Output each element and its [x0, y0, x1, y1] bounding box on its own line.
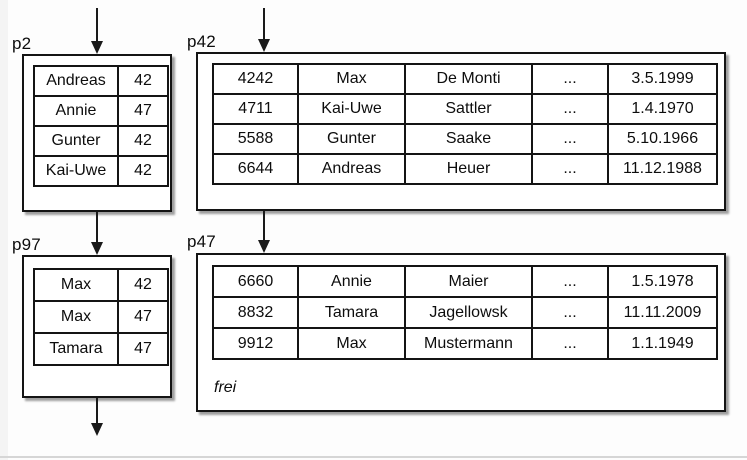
table-cell: 1.4.1970 [607, 93, 718, 125]
table-cell: Max [297, 327, 406, 360]
table-cell: 42 [117, 155, 169, 187]
table-cell: Annie [33, 95, 119, 127]
table-cell: De Monti [404, 63, 533, 95]
table-cell: ... [531, 265, 609, 298]
table-cell: 42 [117, 125, 169, 157]
arrow-line [263, 8, 265, 40]
table-cell: Mustermann [404, 327, 533, 360]
arrow-head-down-icon [91, 242, 103, 255]
table-cell: Saake [404, 123, 533, 155]
table-cell: Annie [297, 265, 406, 298]
table-cell: Gunter [33, 125, 119, 157]
table-cell: Heuer [404, 153, 533, 185]
slide-bottom-rule [0, 456, 747, 458]
table-cell: 42 [117, 65, 169, 97]
arrow-line [96, 212, 98, 244]
table-cell: 8832 [212, 296, 299, 329]
table-cell: ... [531, 123, 609, 155]
page-label-p97: p97 [12, 235, 41, 254]
table-cell: 47 [117, 95, 169, 127]
page-label-p2: p2 [12, 34, 32, 53]
table-cell: 6644 [212, 153, 299, 185]
arrow-line [263, 211, 265, 242]
table-cell: Tamara [297, 296, 406, 329]
arrow-head-down-icon [91, 423, 103, 436]
table-cell: 5.10.1966 [607, 123, 718, 155]
table-cell: 3.5.1999 [607, 63, 718, 95]
table-cell: Kai-Uwe [33, 155, 119, 187]
left-margin-strip [0, 0, 8, 460]
table-cell: Andreas [33, 65, 119, 97]
table-cell: 47 [117, 332, 169, 366]
table-cell: 9912 [212, 327, 299, 360]
page-label-p42: p42 [187, 32, 216, 51]
table-cell: Andreas [297, 153, 406, 185]
table-cell: Max [297, 63, 406, 95]
table-cell: Max [33, 300, 119, 334]
table-cell: Jagellowsk [404, 296, 533, 329]
table-cell: 1.5.1978 [607, 265, 718, 298]
arrow-line [96, 398, 98, 425]
table-cell: 4711 [212, 93, 299, 125]
table-cell: 4242 [212, 63, 299, 95]
arrow-head-down-icon [91, 41, 103, 54]
table-cell: 5588 [212, 123, 299, 155]
table-cell: Maier [404, 265, 533, 298]
table-cell: 11.12.1988 [607, 153, 718, 185]
table-cell: Max [33, 268, 119, 302]
table-cell: Gunter [297, 123, 406, 155]
table-cell: 11.11.2009 [607, 296, 718, 329]
table-cell: ... [531, 296, 609, 329]
table-cell: Tamara [33, 332, 119, 366]
page-label-p47: p47 [187, 232, 216, 251]
table-cell: 1.1.1949 [607, 327, 718, 360]
table-cell: 47 [117, 300, 169, 334]
table-cell: Sattler [404, 93, 533, 125]
table-cell: ... [531, 63, 609, 95]
arrow-head-down-icon [258, 240, 270, 253]
table-cell: ... [531, 327, 609, 360]
table-cell: 42 [117, 268, 169, 302]
table-cell: Kai-Uwe [297, 93, 406, 125]
table-cell: 6660 [212, 265, 299, 298]
arrow-head-down-icon [258, 39, 270, 52]
free-space-label: frei [214, 379, 237, 396]
table-cell: ... [531, 93, 609, 125]
table-cell: ... [531, 153, 609, 185]
arrow-line [96, 8, 98, 42]
